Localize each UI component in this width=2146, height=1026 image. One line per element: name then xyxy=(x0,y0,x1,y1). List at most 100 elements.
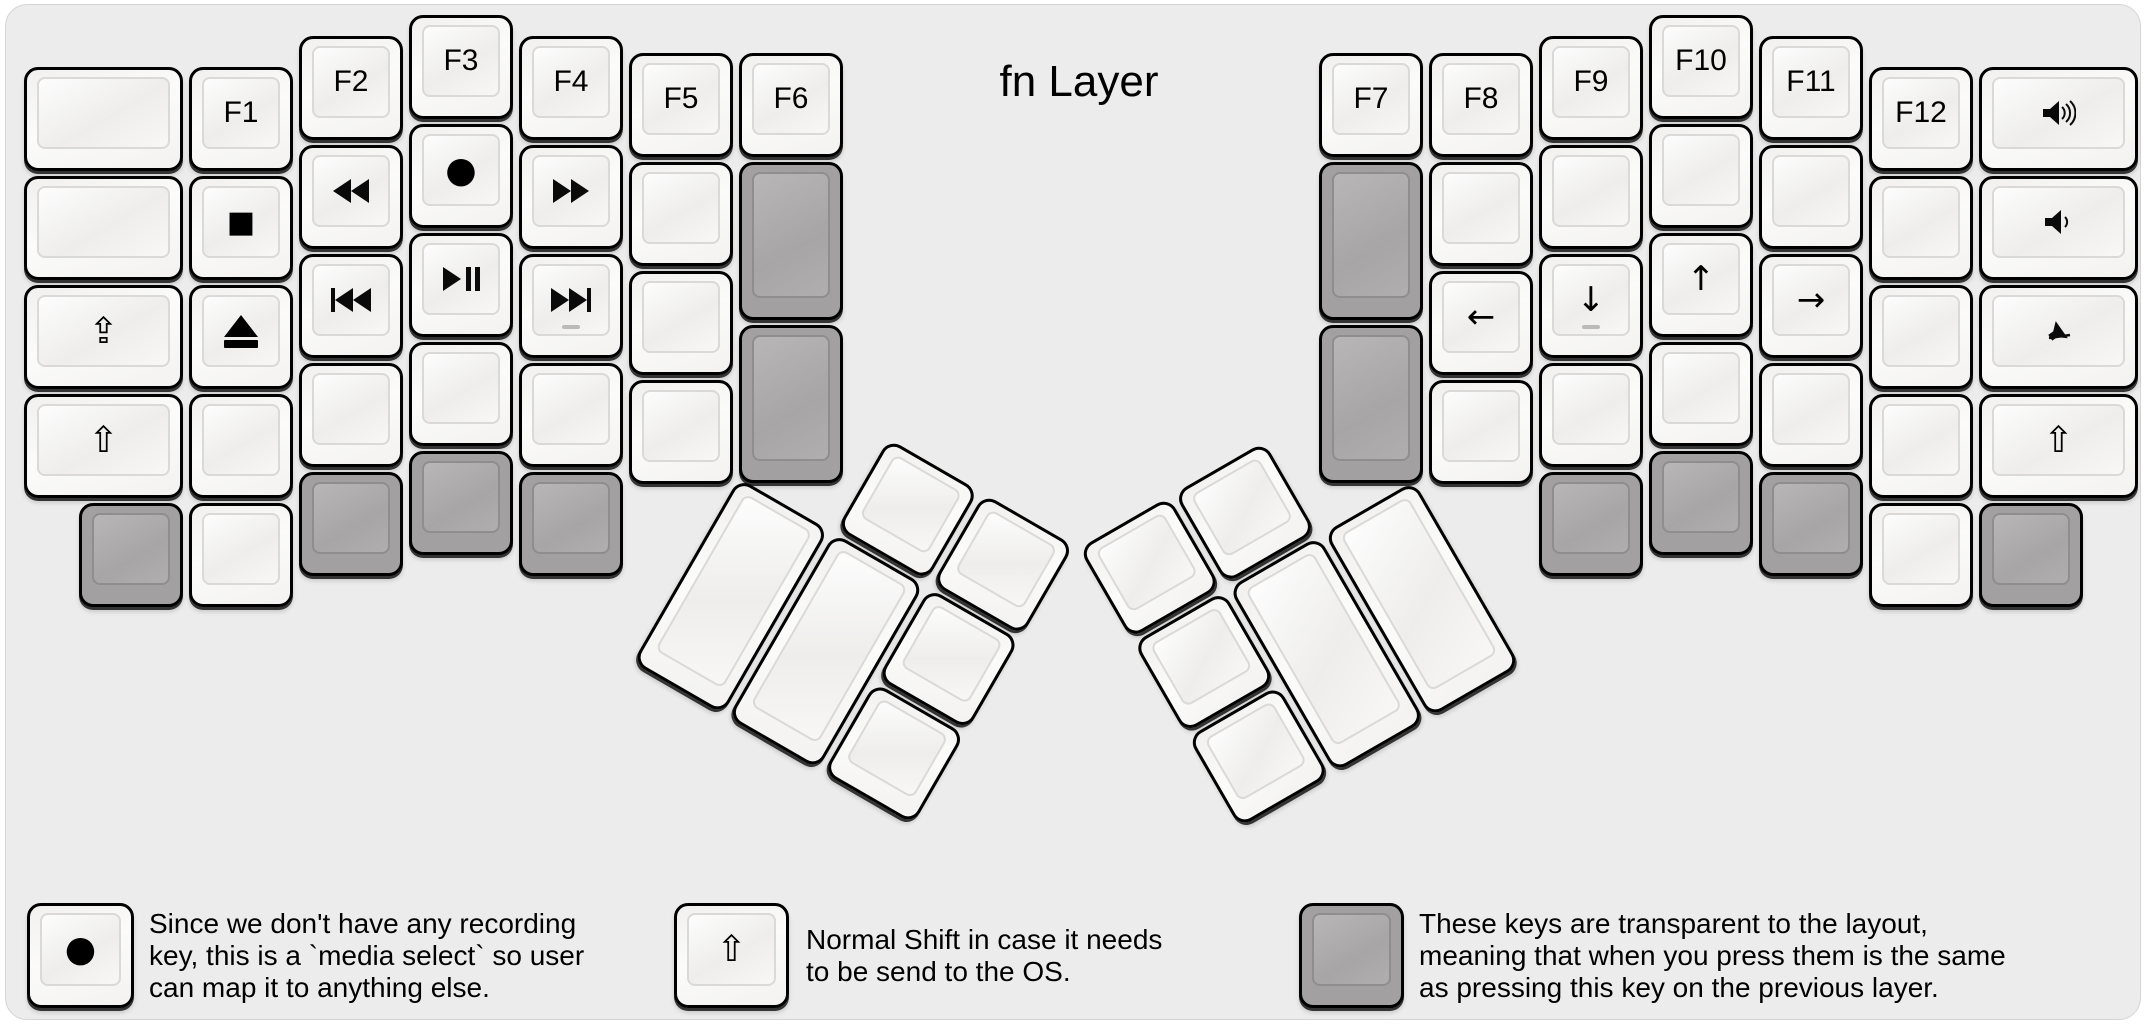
key-f3[interactable]: F3 xyxy=(409,15,513,119)
key-blank[interactable] xyxy=(1649,124,1753,228)
key-blank[interactable] xyxy=(1649,342,1753,446)
key-transparent[interactable] xyxy=(1319,325,1423,483)
rewind-icon xyxy=(312,155,390,227)
key-blank[interactable] xyxy=(1869,503,1973,607)
key-f1[interactable]: F1 xyxy=(189,67,293,171)
key-f7[interactable]: F7 xyxy=(1319,53,1423,157)
key-transparent[interactable] xyxy=(739,325,843,483)
key-stop[interactable]: ■ xyxy=(189,176,293,280)
homing-bar xyxy=(562,325,580,329)
legend-line: Normal Shift in case it needs xyxy=(806,923,1163,955)
key-transparent[interactable] xyxy=(299,472,403,576)
key-up-arrow[interactable]: ↑ xyxy=(1649,233,1753,337)
key-caps-lock[interactable]: ⇪ xyxy=(24,285,183,389)
play-pause-icon xyxy=(422,243,500,315)
keycap-face xyxy=(37,186,170,258)
keycap-face xyxy=(1662,243,1740,315)
key-f10[interactable]: F10 xyxy=(1649,15,1753,119)
key-blank[interactable] xyxy=(1869,176,1973,280)
key-blank[interactable] xyxy=(189,503,293,607)
keycap-face xyxy=(37,404,170,476)
key-down-arrow[interactable]: ↓ xyxy=(1539,254,1643,358)
down-arrow-icon: ↓ xyxy=(1576,280,1606,320)
eject-icon xyxy=(202,295,280,367)
key-shift[interactable]: ⇧ xyxy=(1979,394,2138,498)
key-transparent[interactable] xyxy=(1649,451,1753,555)
keycap-face xyxy=(1094,511,1199,614)
key-blank[interactable] xyxy=(1539,145,1643,249)
key-fast-forward[interactable] xyxy=(519,145,623,249)
key-transparent[interactable] xyxy=(1759,472,1863,576)
key-blank[interactable] xyxy=(1869,285,1973,389)
stop-icon: ■ xyxy=(226,204,256,240)
volume-up-icon xyxy=(1992,77,2125,149)
right-arrow-icon: → xyxy=(1796,280,1826,320)
key-blank[interactable] xyxy=(299,363,403,467)
keycap-face xyxy=(752,63,830,135)
keycap-label: F8 xyxy=(1463,82,1499,115)
key-shift: ⇧ xyxy=(674,903,789,1008)
keycap-face xyxy=(1332,172,1410,298)
key-volume-up[interactable] xyxy=(1979,67,2138,171)
key-transparent[interactable] xyxy=(519,472,623,576)
key-transparent xyxy=(1299,903,1404,1008)
key-blank[interactable] xyxy=(189,394,293,498)
keycap-face xyxy=(1882,404,1960,476)
key-blank[interactable] xyxy=(1759,145,1863,249)
keycap-face xyxy=(1442,63,1520,135)
keycap-label: F1 xyxy=(223,96,259,129)
key-f12[interactable]: F12 xyxy=(1869,67,1973,171)
key-transparent[interactable] xyxy=(739,162,843,320)
key-f2[interactable]: F2 xyxy=(299,36,403,140)
key-transparent[interactable] xyxy=(409,451,513,555)
caps-lock-icon: ⇪ xyxy=(88,310,119,352)
key-blank[interactable] xyxy=(1429,380,1533,484)
keycap-label: F3 xyxy=(443,44,479,77)
key-shift[interactable]: ⇧ xyxy=(24,394,183,498)
key-transparent[interactable] xyxy=(1539,472,1643,576)
keycap-face xyxy=(1882,186,1960,258)
key-f9[interactable]: F9 xyxy=(1539,36,1643,140)
key-blank[interactable] xyxy=(629,162,733,266)
keycap-face xyxy=(422,134,500,206)
key-left-arrow[interactable]: ← xyxy=(1429,271,1533,375)
key-volume-down[interactable] xyxy=(1979,176,2138,280)
homing-bar xyxy=(1582,325,1600,329)
key-f8[interactable]: F8 xyxy=(1429,53,1533,157)
key-transparent[interactable] xyxy=(1979,503,2083,607)
key-f4[interactable]: F4 xyxy=(519,36,623,140)
key-f11[interactable]: F11 xyxy=(1759,36,1863,140)
key-record[interactable]: ● xyxy=(409,124,513,228)
key-play-pause[interactable] xyxy=(409,233,513,337)
legend-key-1: ⇧ xyxy=(674,903,789,1008)
key-blank[interactable] xyxy=(629,271,733,375)
key-blank[interactable] xyxy=(1539,363,1643,467)
key-next-track[interactable] xyxy=(519,254,623,358)
key-blank[interactable] xyxy=(1429,162,1533,266)
keycap-face xyxy=(1772,482,1850,554)
key-transparent[interactable] xyxy=(1319,162,1423,320)
keycap-label: F4 xyxy=(553,65,589,98)
key-right-arrow[interactable]: → xyxy=(1759,254,1863,358)
key-blank[interactable] xyxy=(1869,394,1973,498)
key-blank[interactable] xyxy=(629,380,733,484)
key-blank[interactable] xyxy=(1759,363,1863,467)
key-transparent[interactable] xyxy=(79,503,183,607)
key-f5[interactable]: F5 xyxy=(629,53,733,157)
key-blank[interactable] xyxy=(519,363,623,467)
keycap-face xyxy=(532,46,610,118)
legend-line: These keys are transparent to the layout… xyxy=(1419,907,1928,939)
keycap-face xyxy=(752,172,830,298)
key-f6[interactable]: F6 xyxy=(739,53,843,157)
key-blank[interactable] xyxy=(409,342,513,446)
key-mute[interactable] xyxy=(1979,285,2138,389)
key-rewind[interactable] xyxy=(299,145,403,249)
keycap-face xyxy=(37,77,170,149)
key-blank[interactable] xyxy=(24,67,183,171)
keycap-face xyxy=(202,513,280,585)
key-prev-track[interactable] xyxy=(299,254,403,358)
key-blank[interactable] xyxy=(24,176,183,280)
key-eject[interactable] xyxy=(189,285,293,389)
mute-icon xyxy=(1992,295,2125,367)
